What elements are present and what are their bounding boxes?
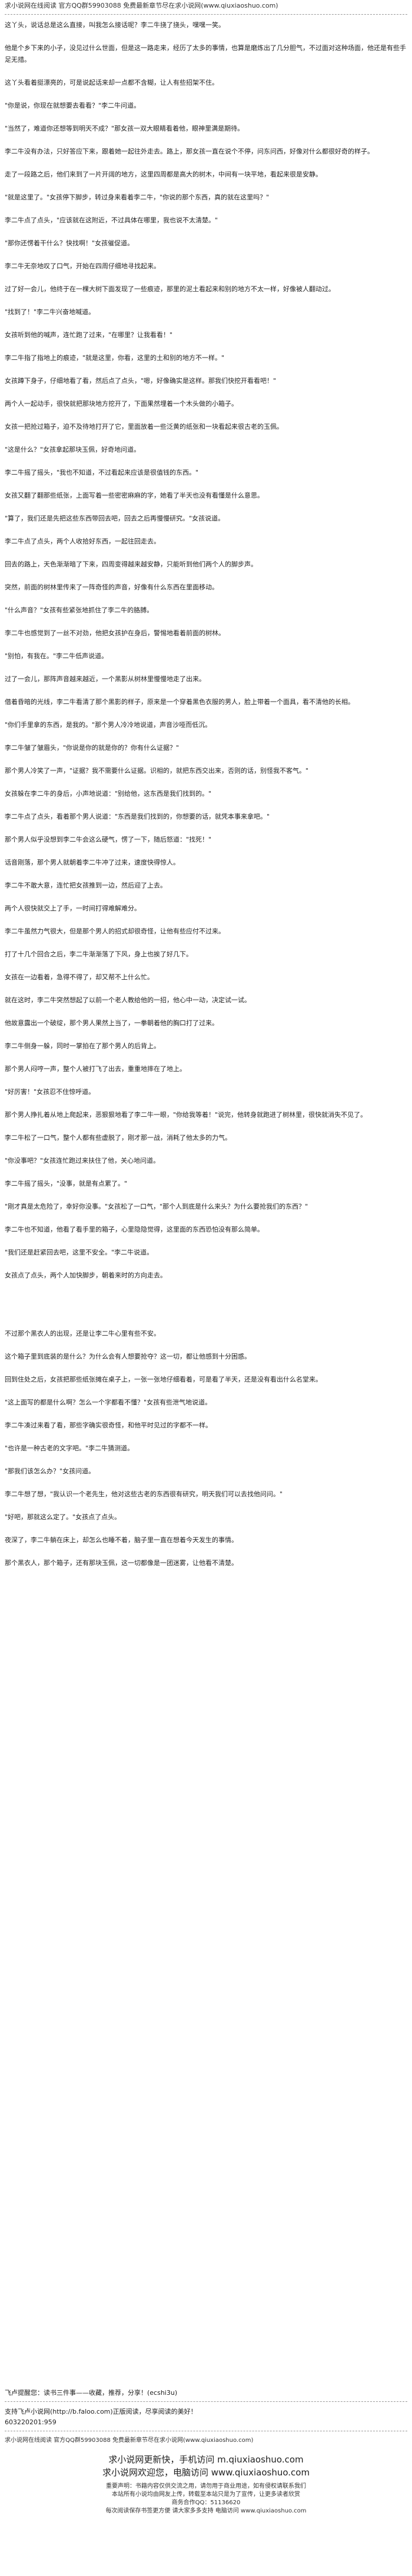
paragraph: 那个男人挣扎着从地上爬起来，恶狠狠地看了李二牛一眼，"你给我等着！"说完，他转身… bbox=[5, 1110, 367, 1119]
footer: 飞卢提醒您：读书三件事——收藏，推荐，分享！(ecshi3u) 支持飞卢小说网(… bbox=[5, 2388, 407, 2515]
paragraph: 那个男人闷哼一声，整个人被打飞了出去，重重地摔在了地上。 bbox=[5, 1065, 186, 1073]
paragraph: 李二牛无奈地叹了口气，开始在四周仔细地寻找起来。 bbox=[5, 262, 160, 270]
paragraph: 话音刚落，那个男人就朝着李二牛冲了过来，速度快得惊人。 bbox=[5, 858, 180, 866]
paragraph: 女孩又翻了翻那些纸张，上面写着一些密密麻麻的字，她看了半天也没有看懂是什么意思。 bbox=[5, 491, 264, 499]
footer-slogans: 求小说网更新快，手机访问 m.qiuxiaoshuo.com 求小说网欢迎您，电… bbox=[5, 2453, 407, 2479]
paragraph: 李二牛想了想，"我认识一个老先生，他对这些古老的东西很有研究，明天我们可以去找他… bbox=[5, 1490, 283, 1498]
paragraph: "什么声音？"女孩有些紧张地抓住了李二牛的胳膊。 bbox=[5, 606, 154, 614]
paragraph: 李二牛摇了摇头，"没事，就是有点累了。" bbox=[5, 1179, 128, 1187]
slogan-mobile[interactable]: 求小说网更新快，手机访问 m.qiuxiaoshuo.com bbox=[108, 2454, 304, 2465]
paragraph: 女孩一把抢过箱子，迫不及待地打开了它，里面放着一些泛黄的纸张和一块看起来很古老的… bbox=[5, 422, 283, 431]
qq-line: 603220201:959 bbox=[5, 2418, 57, 2426]
chapter-content: 这丫头，说话总是这么直接，叫我怎么接话呢？李二牛挠了挠头，嘿嘿一笑。他是个乡下来… bbox=[5, 19, 407, 1569]
paragraph: 夜深了，李二牛躺在床上，却怎么也睡不着，脑子里一直在想着今天发生的事情。 bbox=[5, 1536, 238, 1544]
paragraph: "就是这里了。"女孩停下脚步，转过身来看着李二牛，"你说的那个东西，真的就在这里… bbox=[5, 193, 270, 201]
paragraph: "你没事吧？"女孩连忙跑过来扶住了他，关心地问道。 bbox=[5, 1156, 160, 1164]
paragraph: "好厉害！"女孩忍不住惊呼道。 bbox=[5, 1087, 95, 1096]
paragraph: 回到住处之后，女孩把那些纸张摊在桌子上，一张一张地仔细看着，可是看了半天，还是没… bbox=[5, 1375, 322, 1383]
paragraph: "你是说，你现在就想要去看看？"李二牛问道。 bbox=[5, 101, 141, 109]
paragraph: 突然，前面的树林里传来了一阵奇怪的声音，好像有什么东西在里面移动。 bbox=[5, 583, 218, 591]
paragraph: 回去的路上，天色渐渐暗了下来，四周变得越来越安静，只能听到他们两个人的脚步声。 bbox=[5, 560, 257, 568]
paragraph: 李二牛侧身一躲，同时一掌拍在了那个男人的后背上。 bbox=[5, 1042, 160, 1050]
footer-info: 重要声明：书籍内容仅供交流之用，请勿用于商业用途，如有侵权请联系我们 本站所有小… bbox=[5, 2482, 407, 2515]
paragraph: 李二牛也不知道，他看了看手里的箱子，心里隐隐觉得，这里面的东西恐怕没有那么简单。 bbox=[5, 1225, 264, 1233]
paragraph: 李二牛点了点头，两个人收拾好东西，一起往回走去。 bbox=[5, 537, 160, 545]
paragraph: 这丫头，说话总是这么直接，叫我怎么接话呢？李二牛挠了挠头，嘿嘿一笑。 bbox=[5, 21, 225, 29]
paragraph: "那我们该怎么办？"女孩问道。 bbox=[5, 1467, 95, 1475]
divider bbox=[5, 14, 407, 15]
paragraph: 李二牛也感觉到了一丝不对劲，他把女孩护在身后，警惕地看着前面的树林。 bbox=[5, 629, 225, 637]
paragraph: 他是个乡下来的小子，没见过什么世面，但是这一路走来，经历了太多的事情，也算是磨炼… bbox=[5, 44, 406, 64]
paragraph: 不过那个黑衣人的出现，还是让李二牛心里有些不安。 bbox=[5, 1329, 160, 1337]
footer-info-line-3: 商务合作QQ：51136620 bbox=[171, 2500, 241, 2506]
paragraph: 李二牛皱了皱眉头，"你说是你的就是你的？你有什么证据？" bbox=[5, 743, 180, 752]
paragraph: "那你还愣着干什么？快找啊！"女孩催促道。 bbox=[5, 239, 134, 247]
paragraph: "好吧，那就这么定了。"女孩点了点头。 bbox=[5, 1513, 121, 1521]
support-line[interactable]: 支持飞卢小说网(http://b.faloo.com)正版阅读，尽享阅读的美好！ bbox=[5, 2408, 197, 2415]
paragraph: "算了，我们还是先把这些东西带回去吧，回去之后再慢慢研究。"女孩说道。 bbox=[5, 514, 225, 522]
paragraph: 这个箱子里到底装的是什么？为什么会有人想要抢夺？这一切，都让他感到十分困惑。 bbox=[5, 1352, 251, 1360]
paragraph: 李二牛摇了摇头，"我也不知道，不过看起来应该是很值钱的东西。" bbox=[5, 468, 199, 476]
paragraph: 李二牛松了一口气，整个人都有些虚脱了，刚才那一战，消耗了他太多的力气。 bbox=[5, 1133, 231, 1142]
paragraph: 过了一会儿，那阵声音越来越近，一个黑影从树林里慢慢地走了出来。 bbox=[5, 675, 205, 683]
paragraph: "这上面写的都是什么啊？怎么一个字都看不懂？"女孩有些泄气地说道。 bbox=[5, 1398, 212, 1406]
paragraph: 那个男人似乎没想到李二牛会这么硬气，愣了一下，随后怒道："找死！" bbox=[5, 835, 212, 843]
paragraph: 李二牛点了点头，"应该就在这附近，不过具体在哪里，我也说不太清楚。" bbox=[5, 216, 218, 224]
paragraph: 女孩点了点头，两个人加快脚步，朝着来时的方向走去。 bbox=[5, 1271, 167, 1279]
paragraph: "你们手里拿的东西，是我的。"那个男人冷冷地说道，声音沙哑而低沉。 bbox=[5, 720, 212, 729]
paragraph: 他故意露出一个破绽，那个男人果然上当了，一拳朝着他的胸口打了过来。 bbox=[5, 1019, 218, 1027]
paragraph: 女孩蹲下身子，仔细地看了看，然后点了点头，"嗯，好像确实是这样。那我们快挖开看看… bbox=[5, 376, 277, 385]
paragraph: 李二牛凑过来看了看，那些字确实很奇怪，和他平时见过的字都不一样。 bbox=[5, 1421, 212, 1429]
paragraph: "别怕，有我在。"李二牛低声说道。 bbox=[5, 652, 108, 660]
paragraph: 走了一段路之后，他们来到了一片开阔的地方，这里四周都是高大的树木，中间有一块平地… bbox=[5, 170, 322, 178]
paragraph: 李二牛虽然力气很大，但是那个男人的招式却很奇怪，让他有些应付不过来。 bbox=[5, 927, 225, 935]
paragraph: "我们还是赶紧回去吧，这里不安全。"李二牛说道。 bbox=[5, 1248, 154, 1256]
paragraph: 打了十几个回合之后，李二牛渐渐落了下风，身上也挨了好几下。 bbox=[5, 950, 192, 958]
paragraph: 那个男人冷笑了一声，"证据？我不需要什么证据。识相的，就把东西交出来，否则的话，… bbox=[5, 766, 309, 775]
paragraph: 女孩在一边看着，急得不得了，却又帮不上什么忙。 bbox=[5, 973, 154, 981]
paragraph: 两个人很快就交上了手，一时间打得难解难分。 bbox=[5, 904, 141, 912]
paragraph: "刚才真是太危险了，幸好你没事。"女孩松了一口气，"那个人到底是什么来头？为什么… bbox=[5, 1202, 308, 1210]
footer-divider bbox=[5, 2401, 407, 2402]
paragraph: 李二牛指了指地上的痕迹，"就是这里，你看，这里的土和别的地方不一样。" bbox=[5, 353, 225, 362]
paragraph: "当然了，难道你还想等到明天不成？"那女孩一双大眼睛看着他，眼神里满是期待。 bbox=[5, 124, 244, 132]
paragraph: "也许是一种古老的文字吧。"李二牛猜测道。 bbox=[5, 1444, 134, 1452]
paragraph: 李二牛没有办法，只好答应下来，跟着她一起往外走去。路上，那女孩一直在说个不停，问… bbox=[5, 147, 374, 155]
paragraph: 就在这时，李二牛突然想起了以前一个老人教给他的一招，他心中一动，决定试一试。 bbox=[5, 996, 251, 1004]
paragraph: "这是什么？"女孩拿起那块玉佩，好奇地问道。 bbox=[5, 445, 141, 453]
footer-info-line-4: 每次阅读保存书签更方便 请大家多多支持 电脑访问 www.qiuxiaoshuo… bbox=[105, 2508, 307, 2514]
paragraph: 女孩躲在李二牛的身后，小声地说道："别给他，这东西是我们找到的。" bbox=[5, 789, 212, 798]
site-header-link[interactable]: 求小说网在线阅读 官方QQ群59903088 免费最新章节尽在求小说网(www.… bbox=[5, 2, 278, 9]
footer-info-line-1: 重要声明：书籍内容仅供交流之用，请勿用于商业用途，如有侵权请联系我们 bbox=[106, 2483, 306, 2490]
site-header: 求小说网在线阅读 官方QQ群59903088 免费最新章节尽在求小说网(www.… bbox=[5, 1, 407, 11]
paragraph: 过了好一会儿，他终于在一棵大树下面发现了一些痕迹，那里的泥土看起来和别的地方不太… bbox=[5, 285, 335, 293]
section-break bbox=[5, 1293, 407, 1328]
paragraph: 两个人一起动手，很快就把那块地方挖开了，下面果然埋着一个木头做的小箱子。 bbox=[5, 399, 238, 408]
footer-header-repeat[interactable]: 求小说网在线阅读 官方QQ群59903088 免费最新章节尽在求小说网(www.… bbox=[5, 2437, 254, 2444]
paragraph: 这丫头看着挺漂亮的，可是说起话来却一点都不含糊，让人有些招架不住。 bbox=[5, 78, 218, 86]
footer-info-line-2: 本站所有小说均由网友上传，转载至本站只是为了宣传，让更多读者欣赏 bbox=[112, 2491, 300, 2498]
paragraph: "找到了！"李二牛兴奋地喊道。 bbox=[5, 308, 95, 316]
paragraph: 女孩听到他的喊声，连忙跑了过来，"在哪里？让我看看！" bbox=[5, 331, 173, 339]
paragraph: 李二牛不敢大意，连忙把女孩推到一边，然后迎了上去。 bbox=[5, 881, 167, 889]
paragraph: 李二牛点了点头，看着那个男人说道："东西是我们找到的，你想要的话，就凭本事来拿吧… bbox=[5, 812, 270, 820]
slogan-desktop[interactable]: 求小说网欢迎您，电脑访问 www.qiuxiaoshuo.com bbox=[102, 2467, 310, 2478]
paragraph: 那个黑衣人，那个箱子，还有那块玉佩，这一切都像是一团迷雾，让他看不清楚。 bbox=[5, 1559, 238, 1567]
end-note: 飞卢提醒您：读书三件事——收藏，推荐，分享！(ecshi3u) bbox=[5, 2389, 178, 2397]
paragraph: 借着昏暗的光线，李二牛看清了那个黑影的样子，原来是一个穿着黑色衣服的男人，脸上带… bbox=[5, 698, 354, 706]
